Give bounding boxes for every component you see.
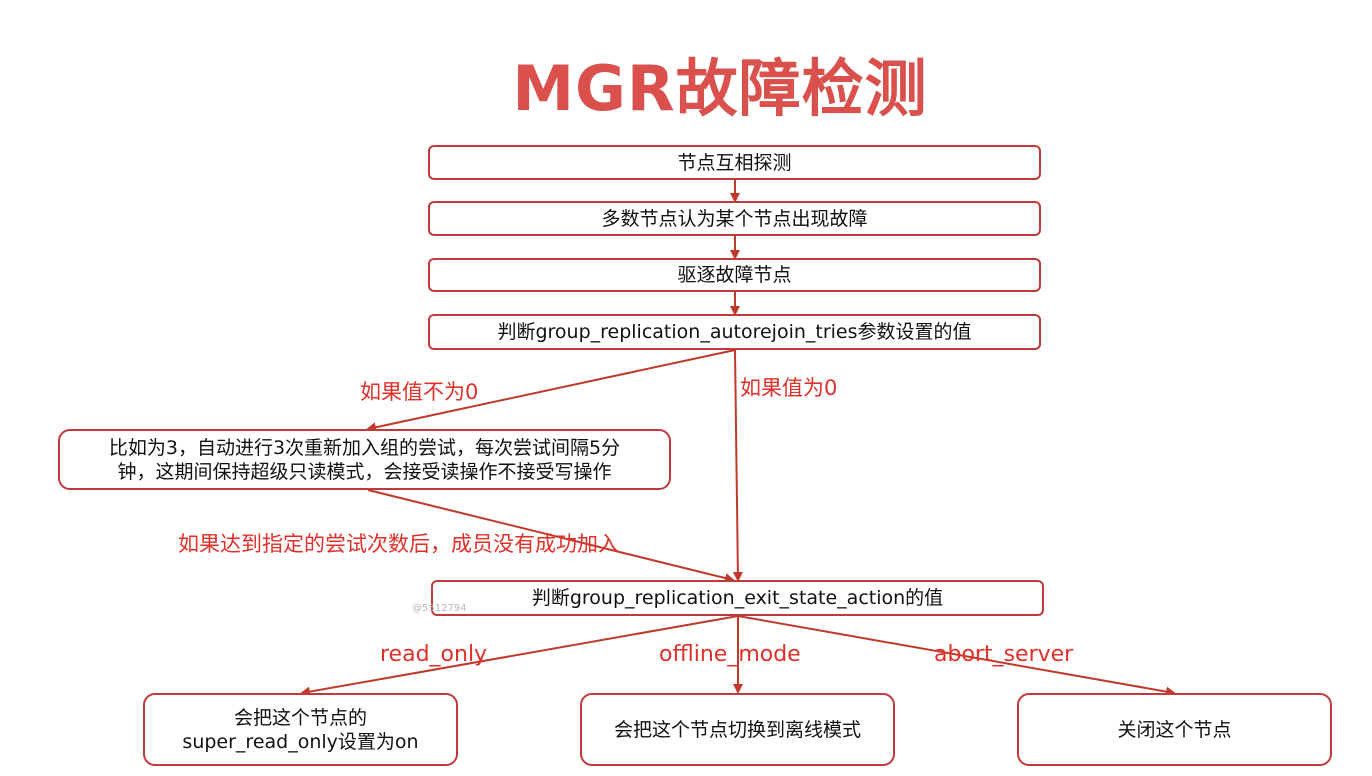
read-only-text-line2: super_read_only设置为on	[182, 730, 419, 753]
step-check-autorejoin: 判断group_replication_autorejoin_tries参数设置…	[428, 314, 1041, 350]
page-title: MGR故障检测	[512, 52, 928, 125]
arrow-rejoin-to-exit-action	[367, 489, 735, 583]
arrow-check-to-rejoin	[366, 349, 736, 433]
arrow-exit-to-abort	[737, 615, 1176, 697]
rejoin-text-line2: 钟，这期间保持超级只读模式，会接受读操作不接受写操作	[117, 460, 612, 483]
outcome-offline: 会把这个节点切换到离线模式	[580, 693, 895, 766]
outcome-read-only: 会把这个节点的 super_read_only设置为on	[143, 693, 458, 766]
step-detect: 节点互相探测	[428, 145, 1041, 180]
step-rejoin-attempts: 比如为3，自动进行3次重新加入组的尝试，每次尝试间隔5分 钟，这期间保持超级只读…	[58, 429, 671, 490]
step-majority: 多数节点认为某个节点出现故障	[428, 201, 1041, 236]
step-expel: 驱逐故障节点	[428, 258, 1041, 292]
outcome-abort: 关闭这个节点	[1017, 693, 1332, 766]
watermark: @5512794	[412, 603, 467, 614]
edge-label-abort-server: abort_server	[934, 642, 1074, 667]
edge-label-offline-mode: offline_mode	[659, 642, 801, 667]
edge-label-read-only: read_only	[380, 642, 488, 667]
rejoin-text-line1: 比如为3，自动进行3次重新加入组的尝试，每次尝试间隔5分	[108, 436, 621, 459]
arrow-exit-to-read-only	[300, 615, 739, 697]
step-check-exit-action: 判断group_replication_exit_state_action的值	[431, 580, 1044, 616]
edge-label-not-zero: 如果值不为0	[360, 380, 479, 404]
read-only-text-line1: 会把这个节点的	[233, 706, 367, 729]
edge-label-rejoin-failed: 如果达到指定的尝试次数后，成员没有成功加入	[178, 532, 619, 556]
arrow-check-to-exit-action	[732, 349, 743, 582]
edge-label-zero: 如果值为0	[740, 376, 838, 400]
